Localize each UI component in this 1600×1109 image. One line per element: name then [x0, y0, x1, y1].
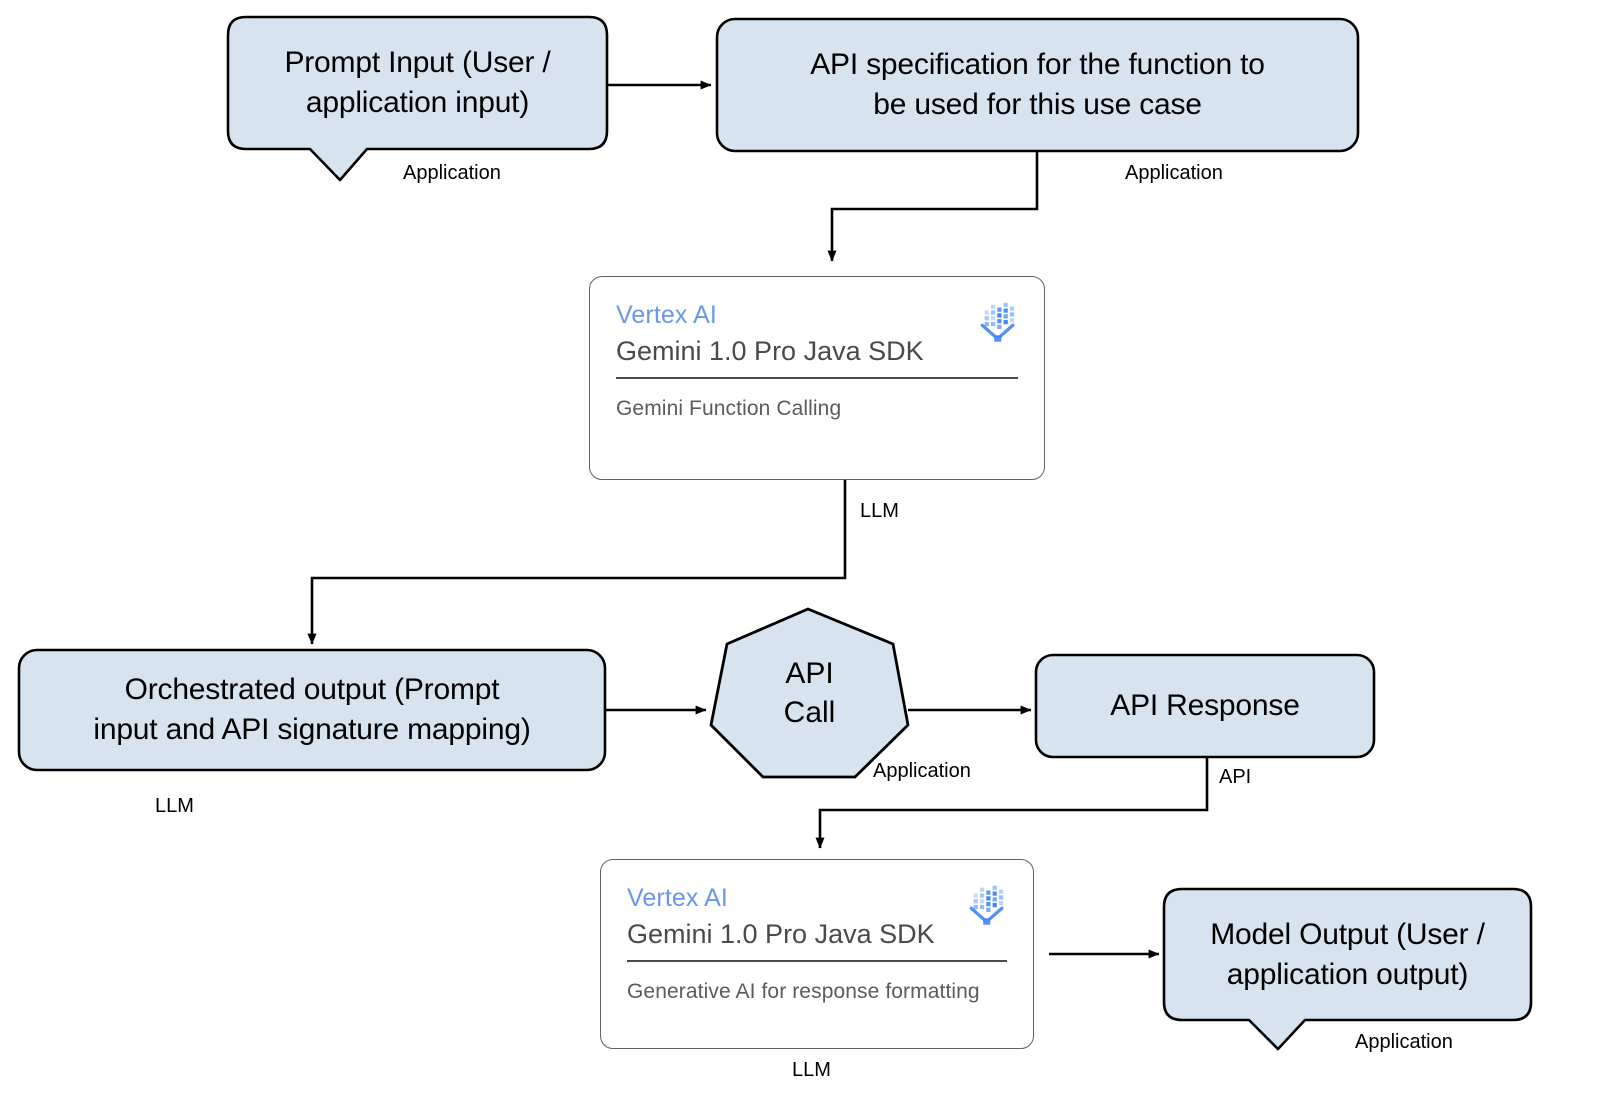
node-api-response[interactable]: API Response: [1036, 655, 1374, 757]
orchestrated-output-side-label: LLM: [155, 795, 194, 817]
node-vertex-bottom[interactable]: Vertex AI Gemini 1.0 Pro Java SDK Genera…: [600, 859, 1034, 1049]
vertex-top-side-label: LLM: [860, 500, 899, 522]
api-spec-side-label: Application: [1125, 162, 1223, 184]
orchestrated-output-label: Orchestrated output (Prompt input and AP…: [93, 673, 531, 746]
node-api-spec[interactable]: API specification for the function to be…: [717, 19, 1358, 151]
vertex-bottom-divider: [627, 960, 1007, 963]
vertex-top-caption: Gemini Function Calling: [616, 397, 842, 421]
node-model-output[interactable]: Model Output (User / application output): [1164, 889, 1531, 1020]
vertex-bottom-side-label: LLM: [792, 1059, 831, 1081]
node-vertex-top[interactable]: Vertex AI Gemini 1.0 Pro Java SDK Gemini…: [589, 276, 1045, 480]
vertex-top-title: Vertex AI: [616, 301, 717, 329]
node-prompt-input[interactable]: Prompt Input (User / application input): [228, 17, 607, 149]
api-response-label: API Response: [1110, 689, 1300, 723]
vertex-bottom-title: Vertex AI: [627, 884, 728, 912]
vertex-top-divider: [616, 377, 1018, 380]
api-spec-label: API specification for the function to be…: [810, 48, 1265, 121]
node-api-call[interactable]: API Call: [711, 609, 908, 777]
api-call-label: API Call: [783, 657, 836, 729]
model-output-label: Model Output (User / application output): [1210, 917, 1485, 991]
vertex-ai-logo-icon: [969, 885, 1004, 925]
api-call-side-label: Application: [873, 760, 971, 782]
prompt-input-side-label: Application: [403, 162, 501, 184]
node-orchestrated-output[interactable]: Orchestrated output (Prompt input and AP…: [19, 650, 605, 770]
prompt-input-label: Prompt Input (User / application input): [284, 46, 551, 119]
vertex-ai-logo-icon: [980, 302, 1015, 342]
api-response-side-label: API: [1219, 766, 1252, 788]
vertex-bottom-subtitle: Gemini 1.0 Pro Java SDK: [627, 918, 935, 949]
vertex-bottom-caption: Generative AI for response formatting: [627, 980, 980, 1004]
model-output-side-label: Application: [1355, 1031, 1453, 1053]
vertex-top-subtitle: Gemini 1.0 Pro Java SDK: [616, 335, 924, 366]
edge-api-spec-to-vertex-top: [827, 151, 1039, 262]
